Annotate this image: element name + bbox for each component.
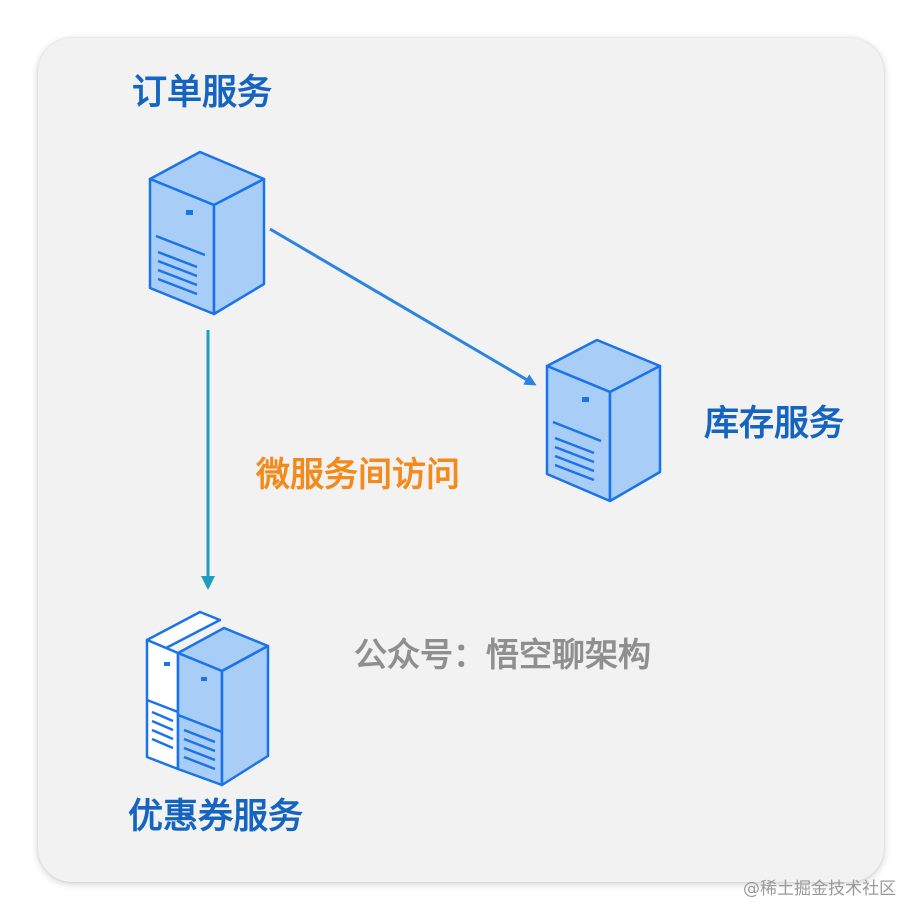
order-server-icon (148, 150, 266, 316)
coupon-server-rack-icon (145, 610, 270, 787)
inventory-server-icon (545, 338, 662, 503)
watermark: @稀土掘金技术社区 (743, 879, 896, 899)
arrow-order-to-inventory (269, 227, 537, 386)
order-service-label: 订单服务 (132, 73, 273, 113)
brand-text: 公众号：悟空聊架构 (354, 635, 651, 674)
edge-label: 微服务间访问 (256, 455, 460, 495)
coupon-service-label: 优惠券服务 (128, 797, 304, 837)
inventory-service-label: 库存服务 (704, 404, 845, 444)
